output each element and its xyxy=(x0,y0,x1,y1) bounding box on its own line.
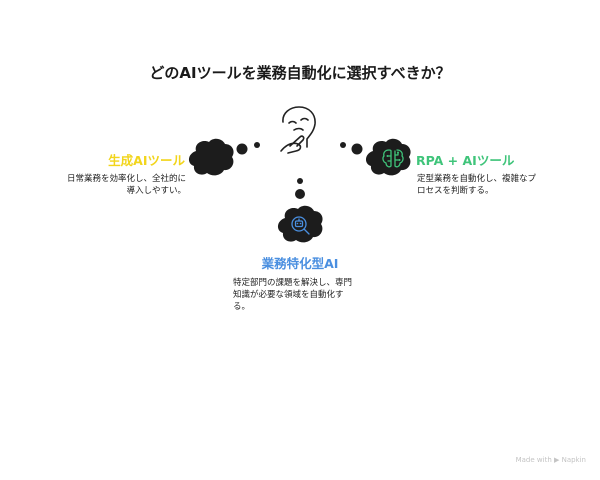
thinking-person-icon xyxy=(280,106,316,154)
page-title: どのAIツールを業務自動化に選択すべきか？ xyxy=(149,64,451,82)
thought-dots-left xyxy=(236,142,260,155)
brain-circuit-icon xyxy=(365,138,411,176)
blank-cloud-icon xyxy=(188,138,234,176)
option-rpa-ai-description: 定型業務を自動化し、複雑なプ ロセスを判断する。 xyxy=(417,174,537,196)
option-rpa-ai-heading: RPA + AIツール xyxy=(416,153,515,168)
option-domain-ai-description: 特定部門の課題を解決し、専門 知識が必要な領域を自動化す る。 xyxy=(233,278,353,312)
thought-dots-right xyxy=(340,142,363,155)
option-domain-ai-heading: 業務特化型AI xyxy=(261,256,339,271)
option-generative-ai-description: 日常業務を効率化し、全社的に 導入しやすい。 xyxy=(66,174,186,196)
option-generative-ai-heading: 生成AIツール xyxy=(108,153,185,168)
robot-search-icon xyxy=(277,205,323,243)
napkin-watermark: Made with ▶ Napkin xyxy=(515,456,586,464)
thought-dots-bottom xyxy=(295,178,305,199)
